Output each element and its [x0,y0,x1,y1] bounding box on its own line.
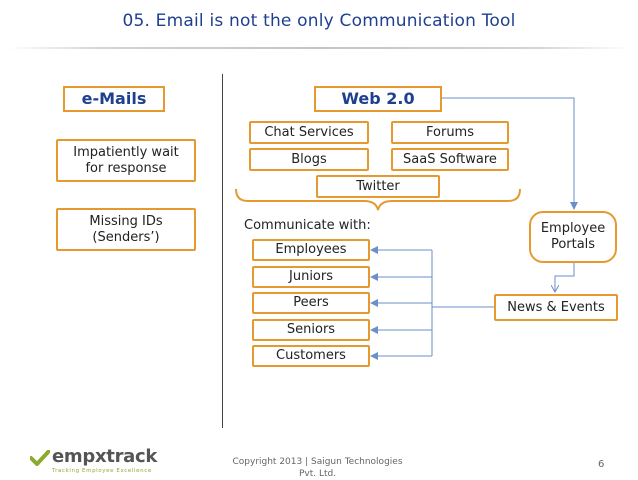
employee-portals-box: Employee Portals [529,211,617,263]
audience-juniors: Juniors [252,266,370,288]
news-events-box: News & Events [494,294,618,321]
audience-seniors: Seniors [252,319,370,341]
tool-blogs: Blogs [249,148,369,171]
emails-item-wait: Impatiently wait for response [56,139,196,182]
arrow-portals-to-news [555,263,575,292]
page-number: 6 [598,459,605,470]
tool-saas-software: SaaS Software [391,148,509,171]
audience-peers: Peers [252,292,370,314]
audience-customers: Customers [252,345,370,367]
tool-twitter: Twitter [316,175,440,198]
title-divider [8,47,630,49]
slide-title: 05. Email is not the only Communication … [122,11,516,31]
logo-check-icon [30,450,50,466]
tool-forums: Forums [391,121,509,144]
logo-name: empxtrack [52,446,158,467]
empxtrack-logo: empxtrack Tracking Employee Excellence [30,444,160,478]
copyright-text: Copyright 2013 | Saigun Technologies Pvt… [232,457,403,479]
tools-brace [235,188,521,211]
emails-item-missing-ids: Missing IDs (Senders’) [56,208,196,251]
web20-header: Web 2.0 [314,86,442,112]
audience-employees: Employees [252,239,370,261]
logo-tagline: Tracking Employee Excellence [52,468,152,474]
arrow-web20-to-portals [442,97,578,210]
tool-chat-services: Chat Services [249,121,369,144]
emails-header: e-Mails [63,86,165,112]
communicate-label: Communicate with: [244,218,371,233]
column-divider [222,74,223,428]
